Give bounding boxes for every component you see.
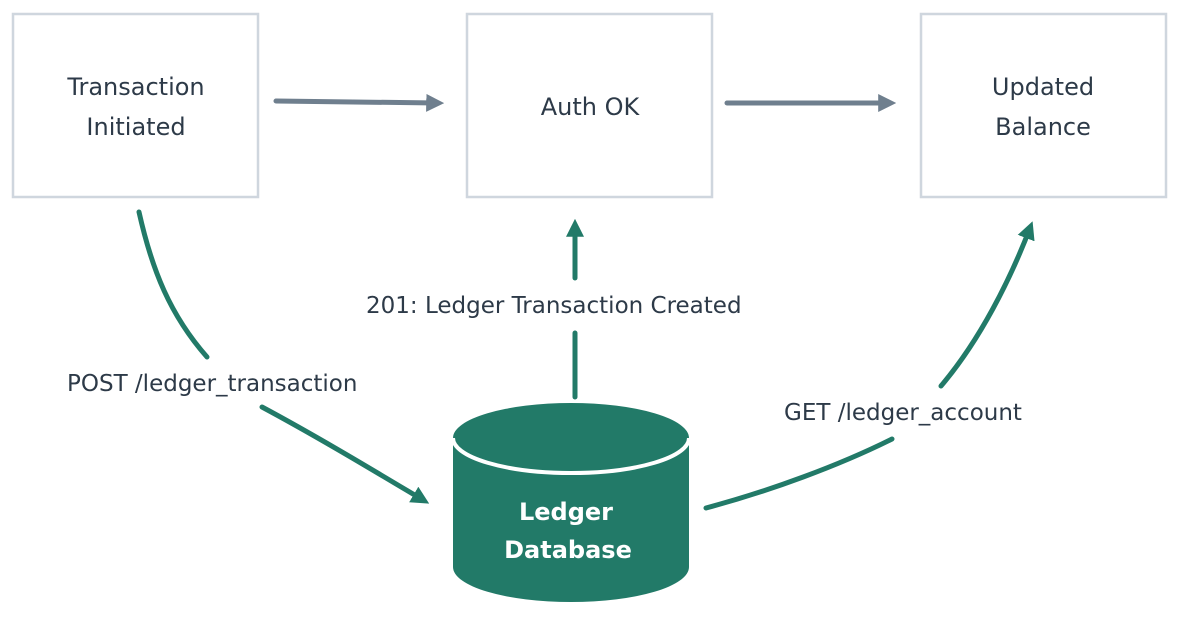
arrow-post-transaction-upper [136,209,210,360]
updated-balance-line1: Updated [992,73,1094,101]
database-top [453,403,689,473]
database-rim [451,437,691,475]
transaction-initiated-line1: Transaction [66,73,204,101]
database-body [453,438,689,602]
updated-balance-node: Updated Balance [919,12,1168,199]
updated-balance-box [919,12,1168,199]
post-transaction-label: POST /ledger_transaction [67,371,357,397]
arrow-get-account-lower [703,436,895,511]
transaction-initiated-node: Transaction Initiated [11,12,260,199]
created-response-label: 201: Ledger Transaction Created [366,293,742,319]
arrow-initiated-to-auth [273,93,445,112]
auth-ok-node: Auth OK [465,12,714,199]
updated-balance-line2: Balance [995,113,1091,141]
arrow-post-transaction-lower [259,404,430,504]
auth-ok-box [465,12,714,199]
auth-ok-label: Auth OK [541,93,641,121]
arrow-get-account-upper [938,221,1035,389]
transaction-initiated-line2: Initiated [86,113,185,141]
get-account-label: GET /ledger_account [784,400,1022,426]
database-label-line1: Ledger [519,498,613,526]
transaction-initiated-box [11,12,260,199]
ledger-database-node: Ledger Database [451,403,691,602]
database-label-line2: Database [504,536,632,564]
